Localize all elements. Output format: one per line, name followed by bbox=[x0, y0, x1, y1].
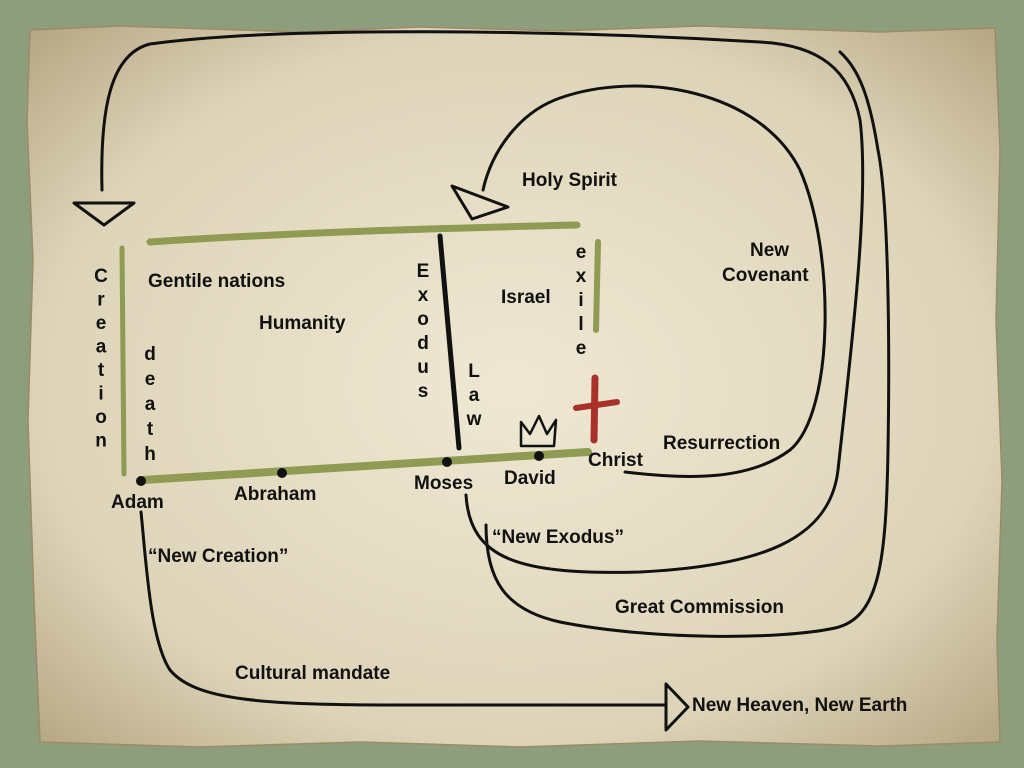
david-label: David bbox=[504, 468, 556, 489]
moses-label: Moses bbox=[414, 473, 473, 494]
arrowhead-icon bbox=[72, 201, 136, 227]
vertical-letter: E bbox=[417, 261, 430, 282]
vertical-letter: s bbox=[418, 381, 429, 402]
vertical-letter: a bbox=[145, 394, 156, 415]
great-commission-curve bbox=[484, 50, 891, 638]
vertical-letter: a bbox=[469, 385, 480, 406]
vertical-letter: o bbox=[417, 309, 429, 330]
resurrection-to-holy-spirit-curve bbox=[481, 84, 827, 479]
exodus-law-bar bbox=[437, 233, 462, 451]
parchment-sheet bbox=[26, 25, 1003, 748]
vertical-letter: l bbox=[578, 314, 583, 335]
vertical-letter: h bbox=[144, 444, 156, 465]
arrowhead-icon bbox=[664, 682, 690, 732]
vertical-letter: x bbox=[576, 266, 587, 287]
vertical-letter: x bbox=[418, 285, 429, 306]
vertical-letter: a bbox=[96, 337, 107, 358]
new-covenant-label-line1: New bbox=[750, 240, 789, 261]
arrowhead-icon bbox=[450, 184, 510, 221]
vertical-letter: o bbox=[95, 407, 107, 428]
israel-label: Israel bbox=[501, 287, 551, 308]
new-covenant-label-line2: Covenant bbox=[722, 265, 809, 286]
cultural-mandate-label: Cultural mandate bbox=[235, 663, 390, 684]
vertical-letter: e bbox=[576, 242, 587, 263]
vertical-letter: L bbox=[468, 361, 480, 382]
adam-label: Adam bbox=[111, 492, 164, 513]
vertical-letter: u bbox=[417, 357, 429, 378]
vertical-letter: r bbox=[97, 290, 105, 311]
david-dot bbox=[534, 451, 544, 461]
great-commission-label: Great Commission bbox=[615, 597, 784, 618]
creation-death-bar bbox=[119, 245, 127, 477]
new-heaven-new-earth-label: New Heaven, New Earth bbox=[692, 695, 907, 716]
vertical-letter: e bbox=[96, 313, 107, 334]
vertical-letter: d bbox=[417, 333, 429, 354]
holy-spirit-label: Holy Spirit bbox=[522, 170, 618, 191]
gentile-nations-bar bbox=[146, 221, 581, 246]
moses-dot bbox=[442, 457, 452, 467]
gentile-nations-label: Gentile nations bbox=[148, 271, 285, 292]
new-creation-label: “New Creation” bbox=[148, 546, 288, 567]
return-to-creation-curve bbox=[100, 30, 865, 574]
vertical-letter: n bbox=[95, 431, 107, 452]
humanity-label: Humanity bbox=[259, 313, 346, 334]
cross-icon bbox=[573, 374, 620, 444]
vertical-letter: w bbox=[466, 409, 482, 430]
resurrection-label: Resurrection bbox=[663, 433, 780, 454]
vertical-letter: i bbox=[578, 290, 583, 311]
abraham-label: Abraham bbox=[234, 484, 316, 505]
abraham-dot bbox=[277, 468, 287, 478]
vertical-letter: t bbox=[147, 419, 154, 440]
exile-bar bbox=[593, 239, 601, 333]
christ-label: Christ bbox=[588, 450, 644, 471]
vertical-letter: t bbox=[98, 360, 105, 381]
new-exodus-label: “New Exodus” bbox=[492, 527, 624, 548]
history-timeline-bar bbox=[139, 448, 592, 484]
vertical-letter: e bbox=[145, 369, 156, 390]
new-creation-curve bbox=[139, 510, 667, 707]
adam-dot bbox=[136, 476, 146, 486]
vertical-letter: e bbox=[576, 338, 587, 359]
crown-icon bbox=[519, 414, 558, 448]
vertical-letter: d bbox=[144, 344, 156, 365]
vertical-letter: i bbox=[98, 384, 103, 405]
vertical-letter: C bbox=[94, 266, 108, 287]
